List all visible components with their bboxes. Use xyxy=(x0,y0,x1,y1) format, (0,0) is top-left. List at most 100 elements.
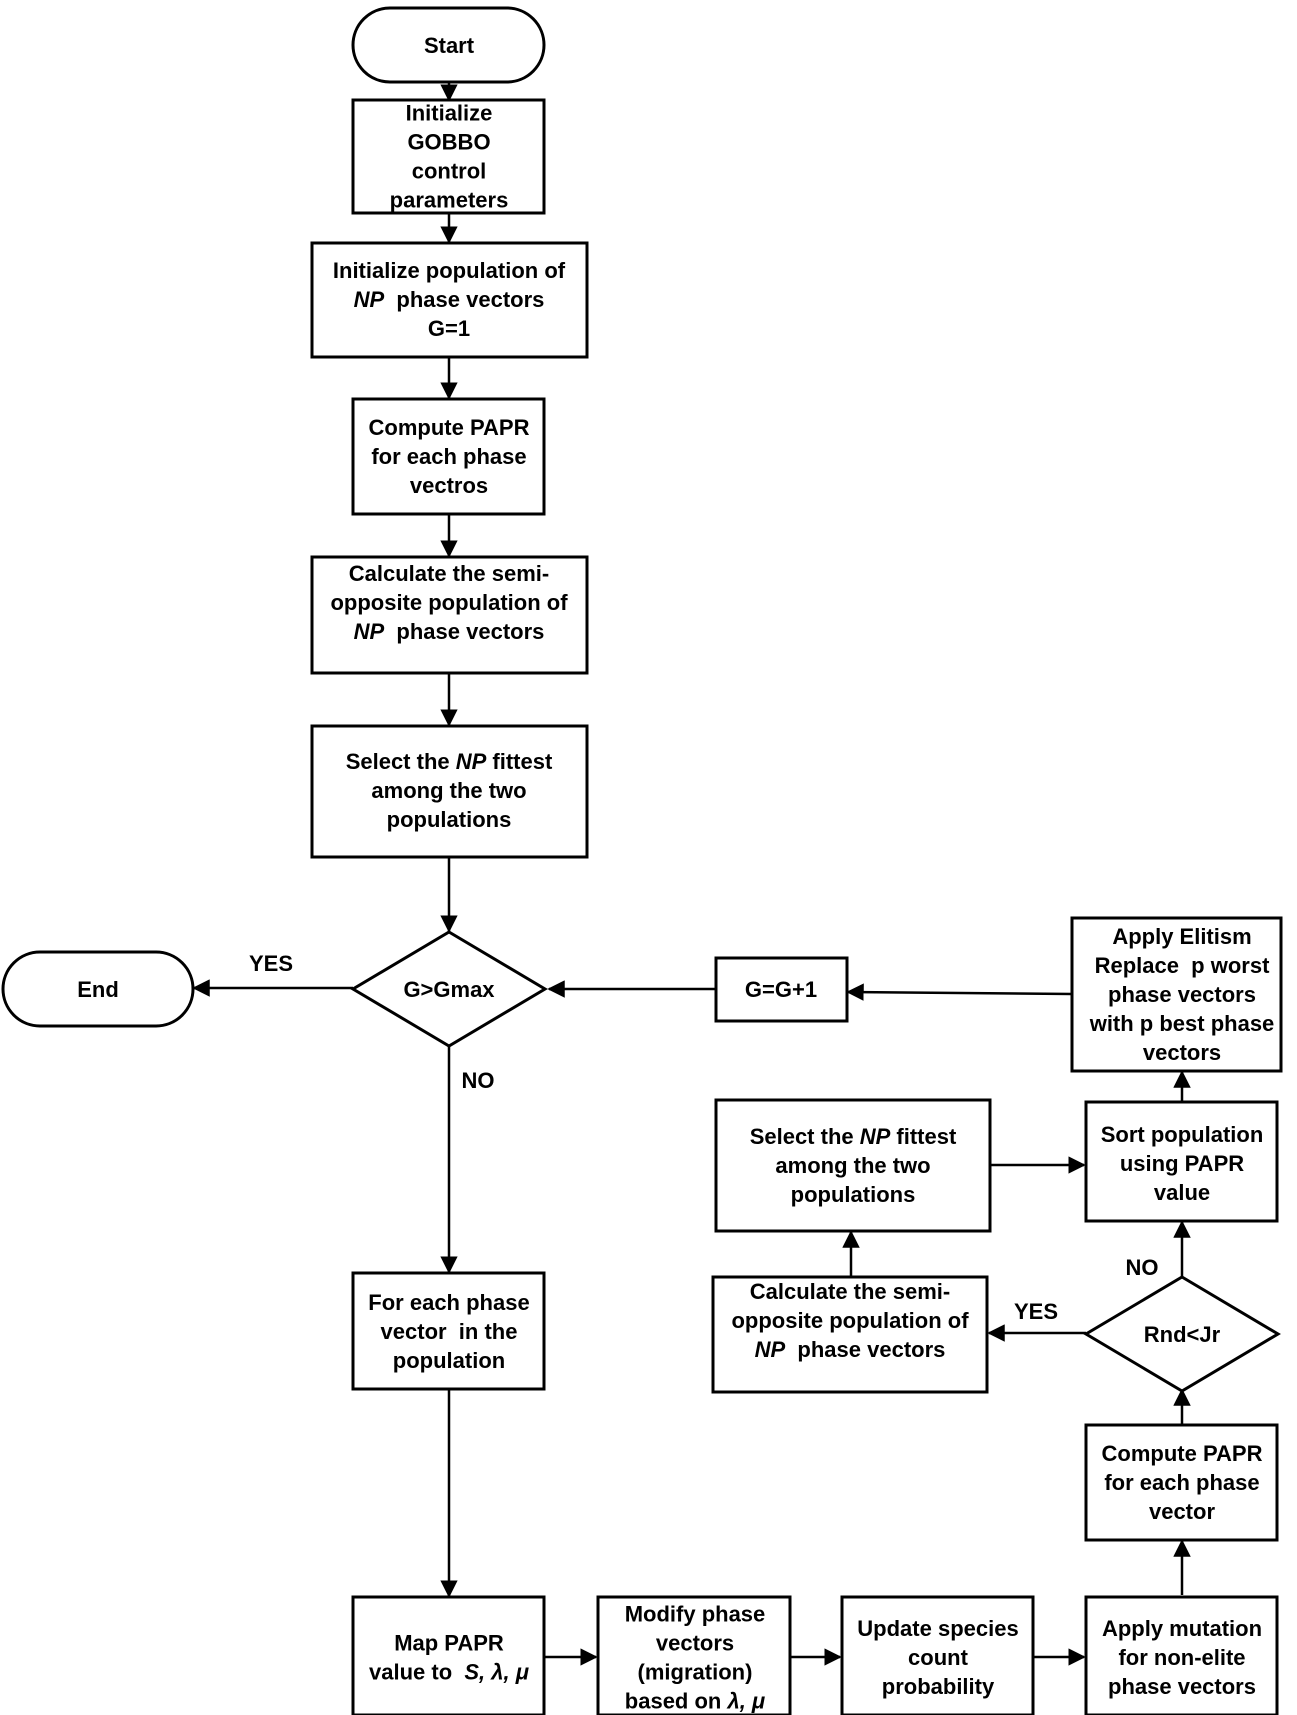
label-text-run: Apply Elitism xyxy=(1112,924,1251,949)
label-text-run: using PAPR xyxy=(1120,1151,1244,1176)
label-text-run: Update species xyxy=(857,1616,1018,1641)
label-text-run: opposite population of xyxy=(330,590,568,615)
decision-rnd-diamond xyxy=(1083,1275,1281,1393)
label-text-run: Initialize population of xyxy=(333,258,566,283)
label-text-run: phase vectors xyxy=(1108,982,1256,1007)
label-text-run: population xyxy=(393,1348,505,1373)
modify-phase-vectors-box xyxy=(596,1595,792,1715)
label-text-run: Compute PAPR xyxy=(369,415,530,440)
edge-labels: YES NO YES NO xyxy=(249,951,1159,1324)
label-text-run: NP xyxy=(755,1337,786,1362)
label-text-run: control xyxy=(412,159,487,184)
label-text-run: End xyxy=(77,977,119,1002)
label-text-run: G>Gmax xyxy=(403,977,495,1002)
select-fittest-box-2 xyxy=(714,1098,992,1233)
g-increment-box xyxy=(714,956,849,1023)
g-increment-label: G=G+1 xyxy=(745,977,817,1002)
calculate-semi-opposite-box-1 xyxy=(310,555,589,675)
label-text-run: vectors xyxy=(1143,1040,1221,1065)
label-text-run: G=G+1 xyxy=(745,977,817,1002)
label-text-run: vector in the xyxy=(381,1319,518,1344)
label-text-run: Modify phase xyxy=(625,1602,766,1627)
label-text-run: populations xyxy=(791,1182,916,1207)
nodes xyxy=(1,6,1283,1715)
label-text-run: Apply mutation xyxy=(1102,1616,1262,1641)
label-text-run: for each phase xyxy=(1104,1470,1259,1495)
label-text-run: value to xyxy=(369,1660,464,1685)
edge-label-rnd-no: NO xyxy=(1126,1255,1159,1280)
label-text-run: Select the xyxy=(346,749,456,774)
edge-label-gmax-no: NO xyxy=(462,1068,495,1093)
decision-gmax-diamond xyxy=(350,930,548,1048)
label-text-run: NP xyxy=(456,749,487,774)
label-text-run: Calculate the semi- xyxy=(349,561,550,586)
label-text-run: vector xyxy=(1149,1499,1215,1524)
calculate-semi-opposite-box-2 xyxy=(711,1275,989,1394)
label-text-run: (migration) xyxy=(638,1660,753,1685)
decision-rnd-label: Rnd<Jr xyxy=(1144,1322,1221,1347)
label-text-run: Compute PAPR xyxy=(1102,1441,1263,1466)
label-text-run: phase vectors xyxy=(785,1337,945,1362)
label-text-run: count xyxy=(908,1645,969,1670)
label-text-run: for non-elite xyxy=(1118,1645,1245,1670)
initialize-population-label: Initialize population of NP phase vectors… xyxy=(333,258,566,341)
calculate-semi-opposite-label-2: Calculate the semi-opposite population o… xyxy=(731,1279,969,1362)
label-text-run: NP xyxy=(860,1124,891,1149)
compute-papr-box-2 xyxy=(1084,1423,1279,1542)
calculate-semi-opposite-label-1: Calculate the semi-opposite population o… xyxy=(330,561,568,644)
label-text-run: Replace p worst xyxy=(1095,953,1271,978)
label-text-run: with p best phase xyxy=(1089,1011,1275,1036)
label-text-run: based on xyxy=(625,1689,728,1714)
compute-papr-box-1 xyxy=(351,397,546,516)
start-label: Start xyxy=(424,33,475,58)
label-text-run: probability xyxy=(882,1674,995,1699)
initialize-population-box xyxy=(310,241,589,359)
label-text-run: For each phase xyxy=(368,1290,529,1315)
label-text-run: parameters xyxy=(390,188,509,213)
end-label: End xyxy=(77,977,119,1002)
start-terminal xyxy=(351,6,546,84)
label-text-run: GOBBO xyxy=(407,130,490,155)
label-text-run: S, λ, μ xyxy=(464,1660,529,1685)
label-text-run: among the two xyxy=(775,1153,930,1178)
edge-elitism-to-g-increment xyxy=(846,983,1073,1001)
apply-mutation-box xyxy=(1084,1595,1279,1715)
label-text-run: fittest xyxy=(890,1124,957,1149)
sort-population-label: Sort population using PAPR value xyxy=(1101,1122,1264,1205)
label-text-run: phase vectors xyxy=(384,287,544,312)
initialize-parameters-box xyxy=(351,98,546,215)
label-text-run: opposite population of xyxy=(731,1308,969,1333)
label-text-run: Initialize xyxy=(406,101,493,126)
label-text-run: G=1 xyxy=(428,316,470,341)
edge-label-gmax-yes: YES xyxy=(249,951,293,976)
label-text-run: among the two xyxy=(371,778,526,803)
label-text-run: Calculate the semi- xyxy=(750,1279,951,1304)
apply-elitism-box xyxy=(1070,916,1283,1073)
label-text-run: Rnd<Jr xyxy=(1144,1322,1221,1347)
compute-papr-label-2: Compute PAPR for each phase vector xyxy=(1102,1441,1263,1524)
label-text-run: for each phase xyxy=(371,444,526,469)
select-fittest-box-1 xyxy=(310,724,589,859)
for-each-phase-vector-box xyxy=(351,1271,546,1391)
update-species-label: Update species count probability xyxy=(857,1616,1018,1699)
label-text-run: Sort population xyxy=(1101,1122,1264,1147)
map-papr-box xyxy=(351,1595,546,1715)
edge-label-rnd-yes: YES xyxy=(1014,1299,1058,1324)
edges xyxy=(192,82,1191,1666)
label-text-run: fittest xyxy=(486,749,553,774)
label-text-run: NP xyxy=(354,287,385,312)
label-text-run: NP xyxy=(354,619,385,644)
label-text-run: vectors xyxy=(656,1631,734,1656)
label-text-run: Start xyxy=(424,33,475,58)
label-text-run: λ, μ xyxy=(726,1689,765,1714)
label-text-run: value xyxy=(1154,1180,1210,1205)
